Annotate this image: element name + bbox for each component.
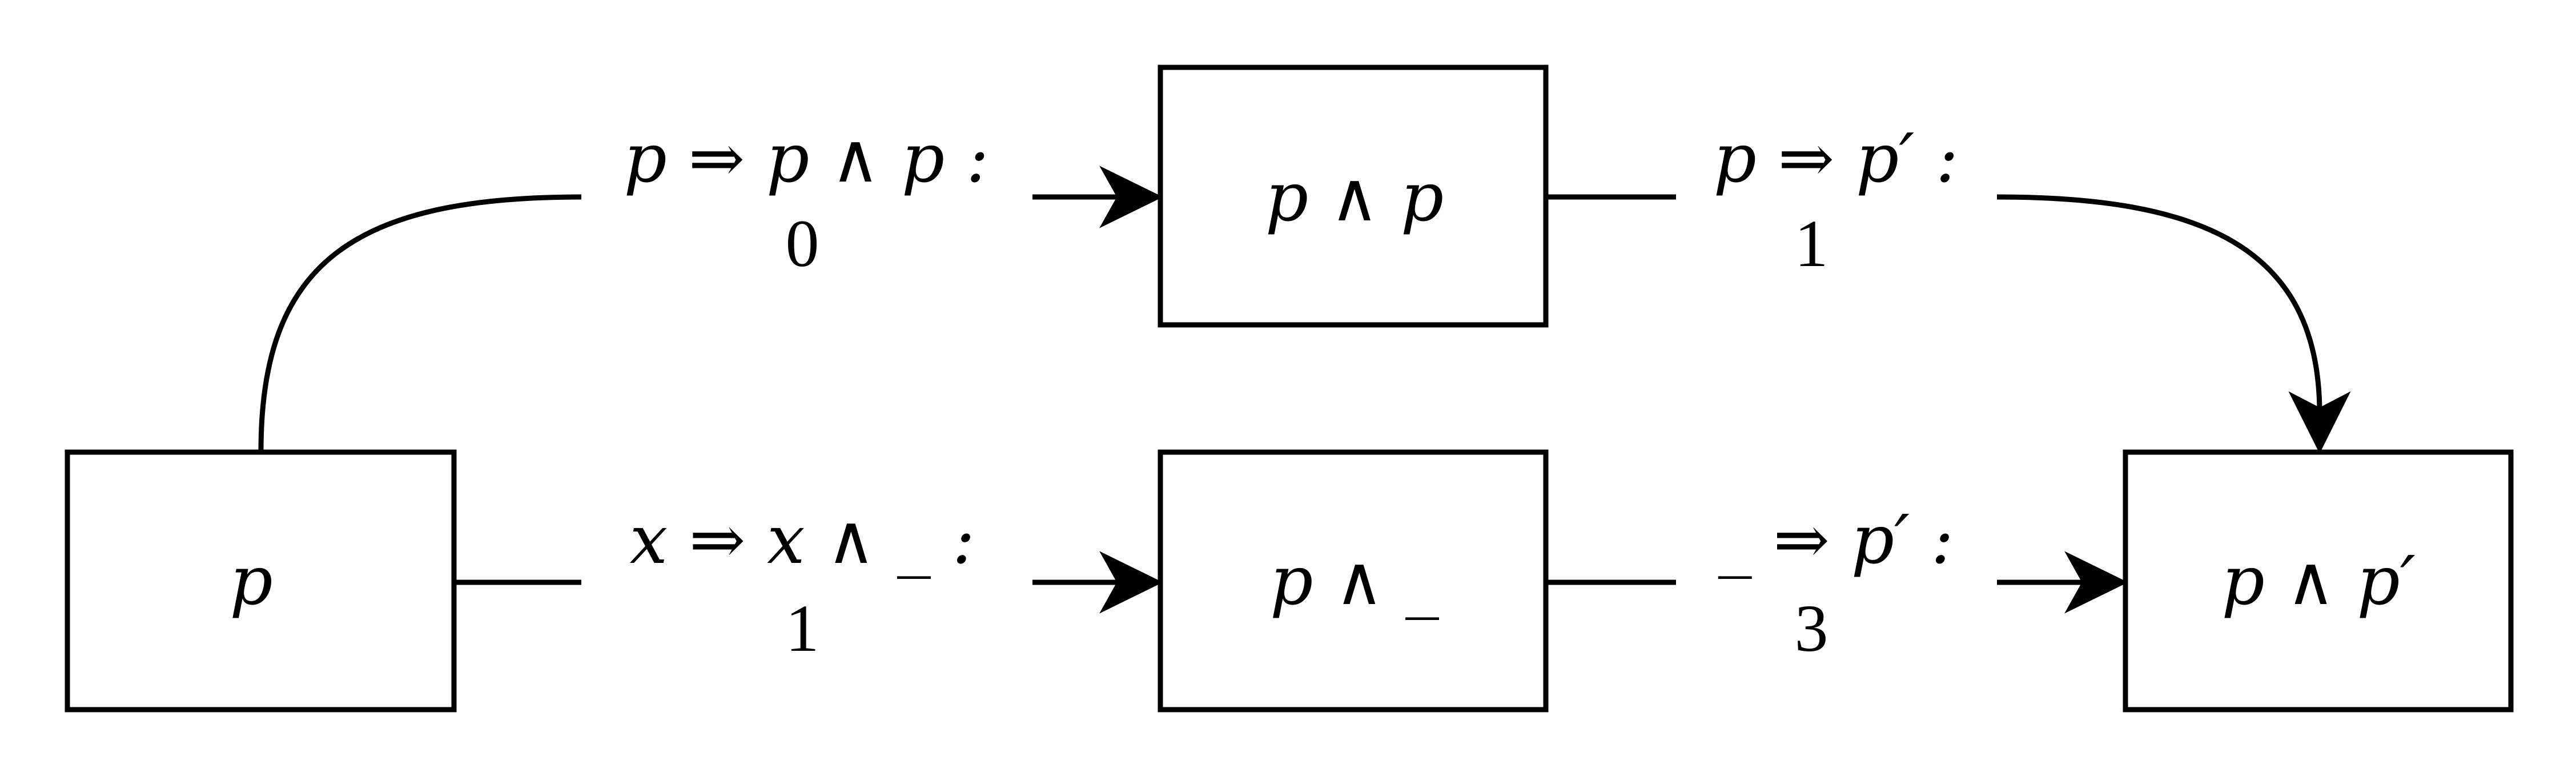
edge-cost-top-right: 1 bbox=[1795, 206, 1828, 281]
node-label-p-and-p: p ∧ p bbox=[1265, 158, 1444, 236]
edge-cost-top-left: 0 bbox=[786, 206, 819, 281]
arrowhead-into-result-left bbox=[2064, 551, 2128, 614]
edge-cost-bottom-right: 3 bbox=[1795, 591, 1828, 666]
arrowhead-into-p-and-blank bbox=[1099, 551, 1163, 614]
node-box-p-and-blank bbox=[1158, 449, 1549, 712]
edge-p-to-top-label bbox=[258, 194, 582, 452]
arrowhead-into-p-and-p bbox=[1099, 166, 1163, 228]
edge-rule-bottom-left: x ⇒ x ∧ _ : bbox=[630, 500, 975, 579]
node-box-p-and-p bbox=[1158, 65, 1549, 328]
node-label-p-and-pprime: p ∧ p′ bbox=[2221, 541, 2415, 620]
edge-rule-bottom-right: _ ⇒ p′ : bbox=[1718, 500, 1954, 579]
edge-top-right-label-to-result bbox=[1996, 194, 2322, 412]
edge-rule-top-right: p ⇒ p′ : bbox=[1713, 119, 1958, 198]
arrowhead-into-result-top bbox=[2288, 391, 2351, 454]
edge-rule-top-left: p ⇒ p ∧ p : bbox=[624, 119, 988, 198]
node-box-p bbox=[65, 449, 457, 712]
node-label-p: p bbox=[230, 541, 273, 620]
node-label-p-and-blank: p ∧ _ bbox=[1270, 541, 1439, 620]
edge-cost-bottom-left: 1 bbox=[786, 591, 819, 666]
node-box-p-and-pprime bbox=[2123, 449, 2514, 712]
